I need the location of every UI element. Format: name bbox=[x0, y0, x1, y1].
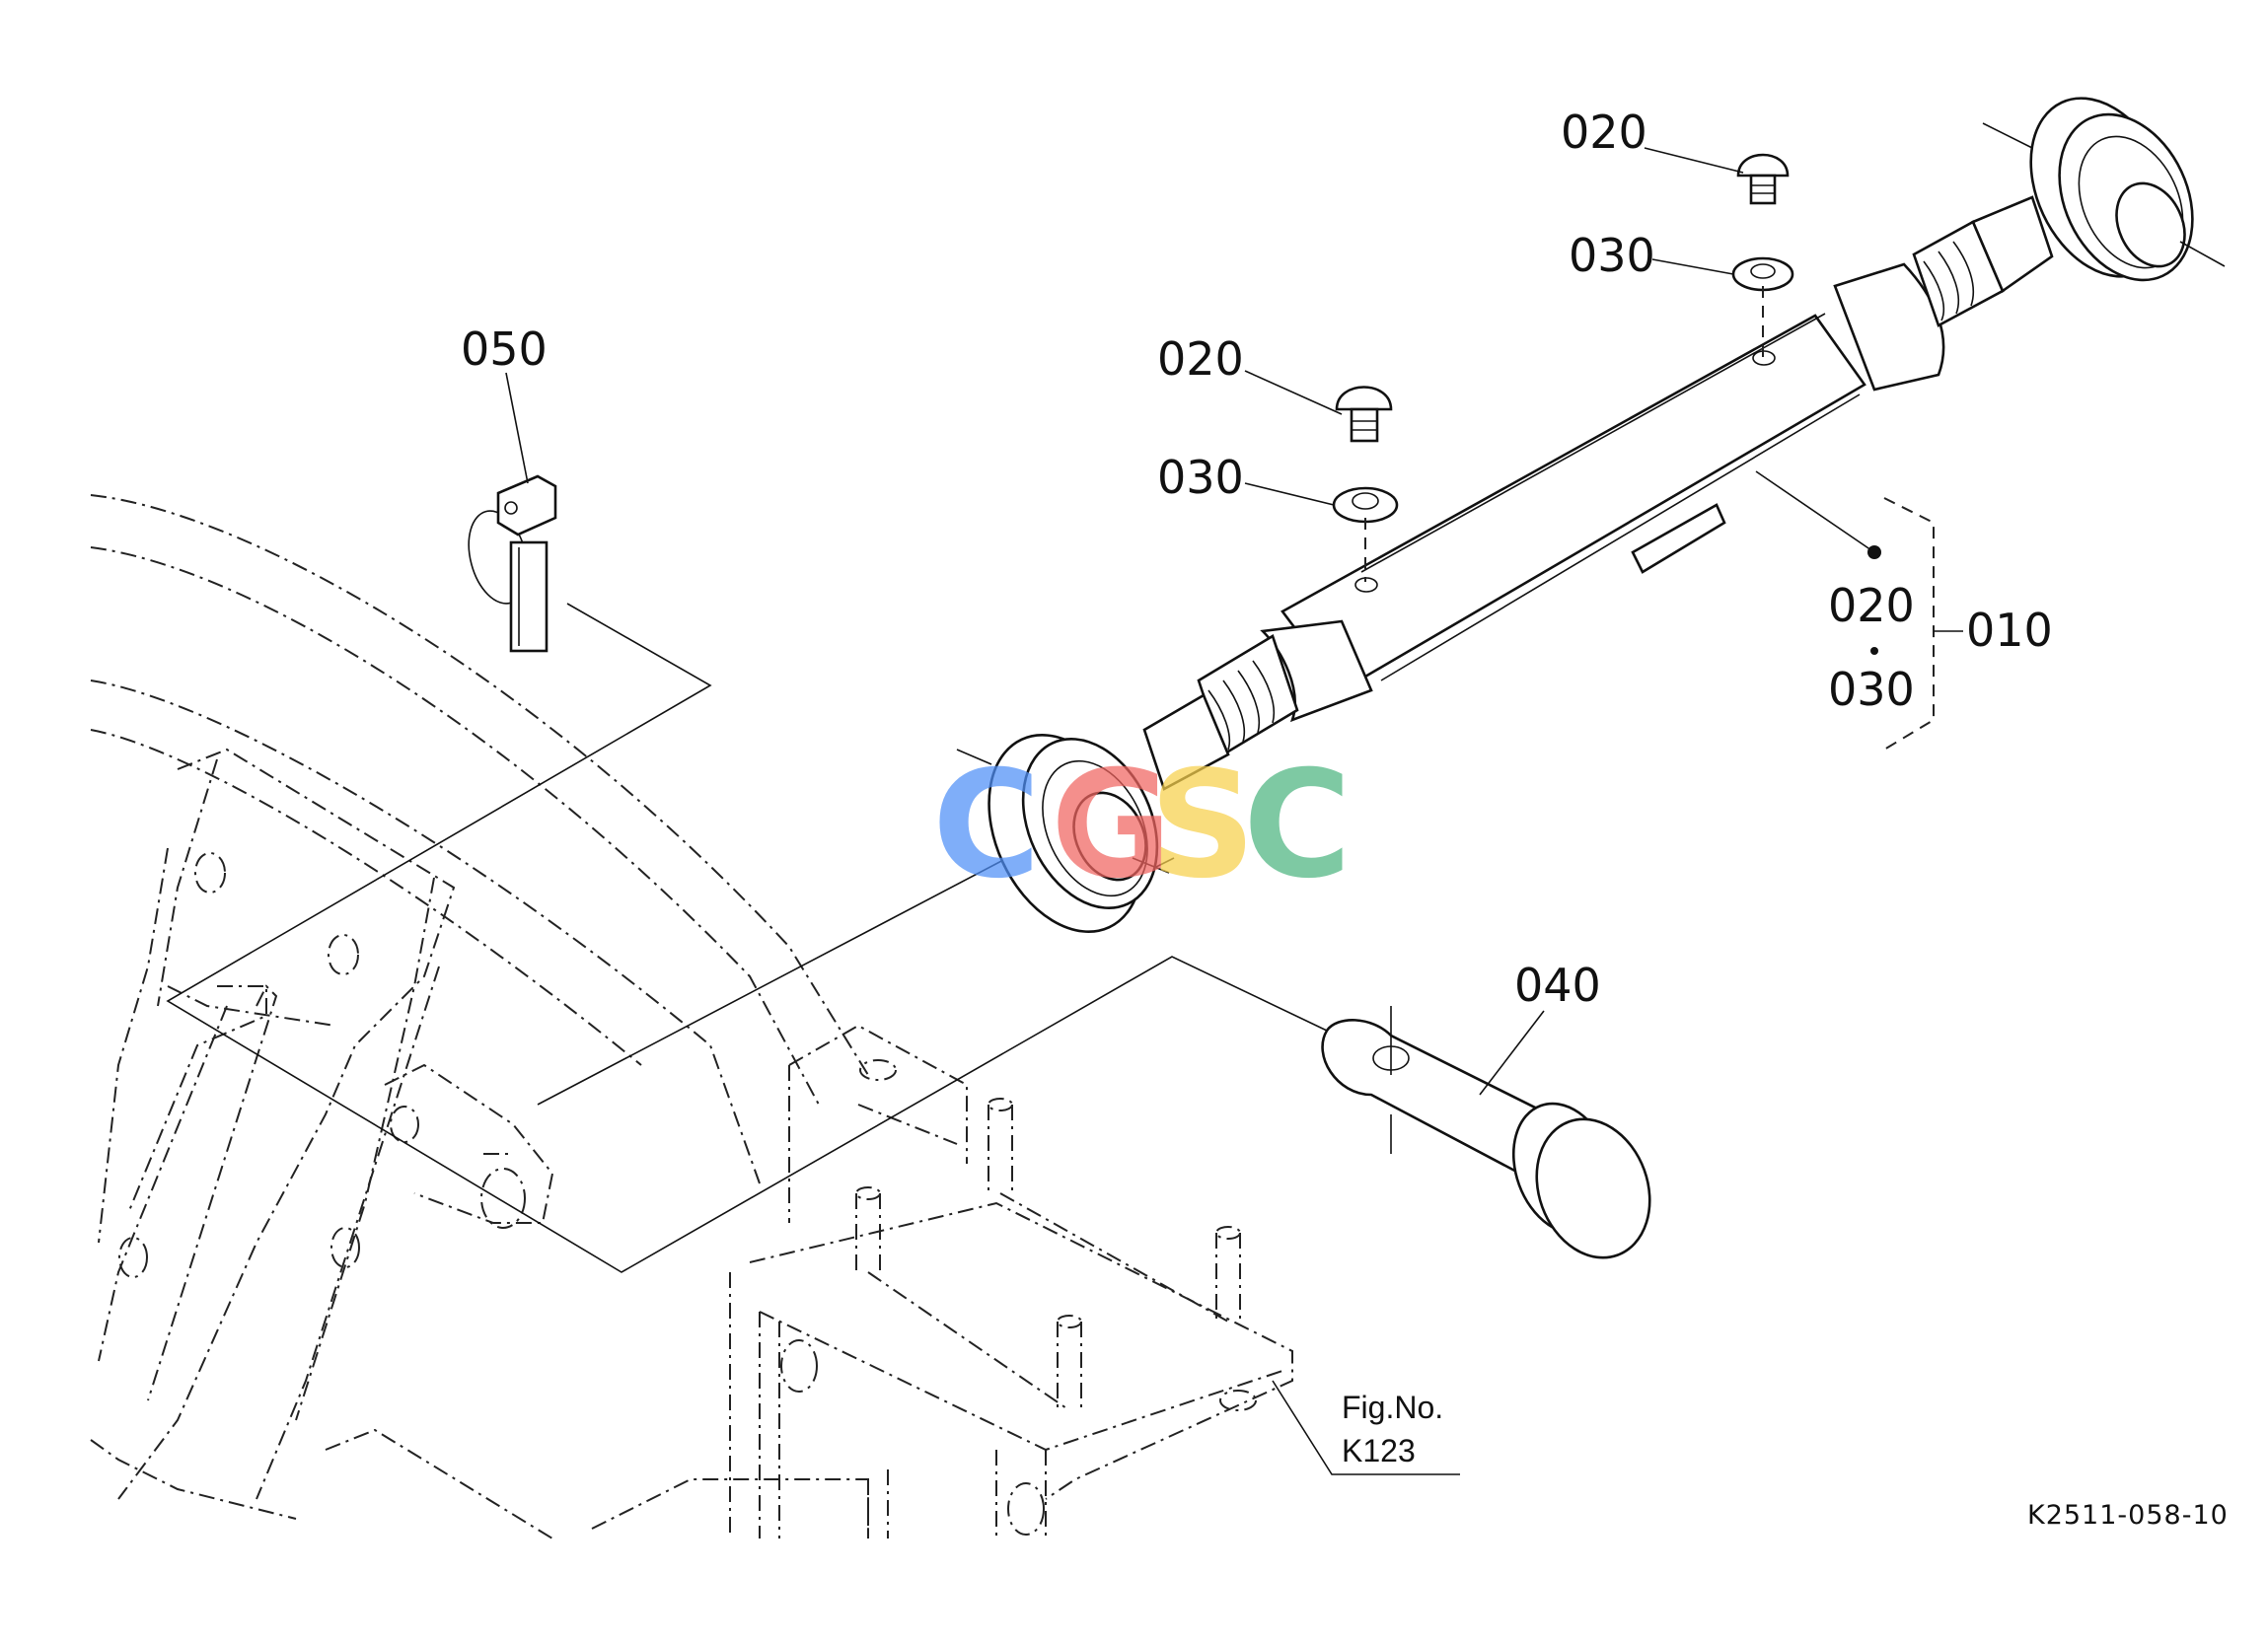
figure-reference: Fig.No. K123 bbox=[1342, 1390, 1443, 1468]
label-030-group: 030 bbox=[1828, 663, 1915, 716]
label-020-mid: 020 bbox=[1157, 332, 1244, 386]
lynch-pin-050 bbox=[468, 474, 557, 653]
watermark-letter-c2: C bbox=[1243, 740, 1352, 911]
right-ball-joint bbox=[1982, 97, 2226, 282]
label-030-mid: 030 bbox=[1157, 451, 1244, 504]
fig-ref-line2: K123 bbox=[1342, 1433, 1416, 1468]
label-030-top: 030 bbox=[1569, 229, 1655, 282]
left-ball-joint bbox=[956, 734, 1170, 933]
label-020-group: 020 bbox=[1828, 579, 1915, 632]
label-040: 040 bbox=[1514, 959, 1601, 1012]
grease-nipple-top bbox=[1731, 153, 1794, 357]
right-thread bbox=[1912, 195, 2054, 327]
leader-lines bbox=[505, 147, 1881, 1475]
mounting-studs bbox=[855, 1098, 1241, 1411]
tractor-housing bbox=[90, 494, 1293, 1539]
pin-040 bbox=[1321, 1006, 1651, 1259]
assembly-lines bbox=[166, 603, 1328, 1273]
group-bracket-010 bbox=[1870, 497, 1963, 751]
left-thread bbox=[1142, 634, 1299, 791]
label-050: 050 bbox=[461, 322, 548, 376]
watermark-cgsc: C G S C bbox=[932, 740, 1352, 911]
watermark-letter-s: S bbox=[1149, 740, 1256, 911]
drawing-id: K2511-058-10 bbox=[2027, 1500, 2229, 1531]
label-010: 010 bbox=[1966, 604, 2053, 657]
fig-ref-line1: Fig.No. bbox=[1342, 1390, 1443, 1425]
lower-link-assembly bbox=[956, 97, 2226, 933]
watermark-letter-c1: C bbox=[932, 740, 1041, 911]
part-labels: 050 020 030 020 030 040 010 020 030 bbox=[461, 106, 2053, 1012]
label-020-top: 020 bbox=[1561, 106, 1647, 159]
grease-nipple-mid bbox=[1332, 386, 1399, 582]
watermark-letter-g: G bbox=[1051, 740, 1172, 911]
